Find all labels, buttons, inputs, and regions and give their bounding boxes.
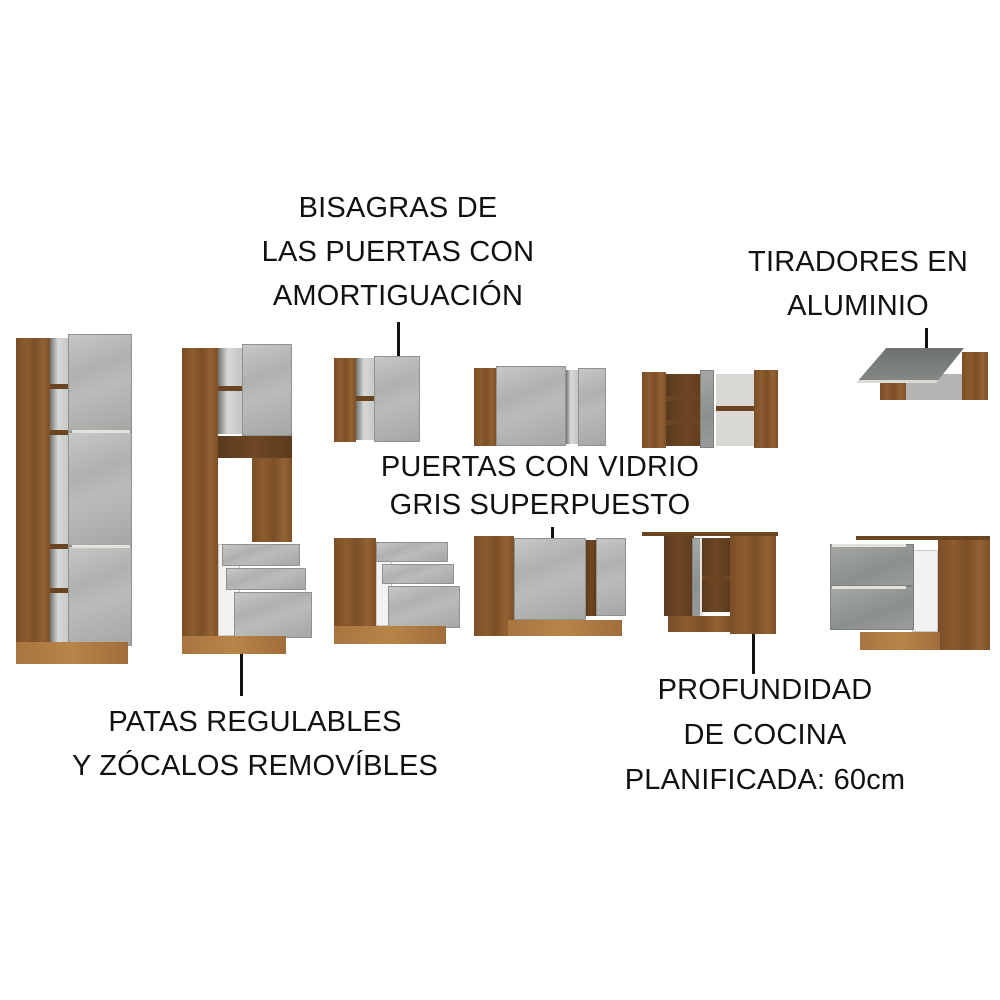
cabinet-interior (50, 338, 70, 642)
wall-corner-cabinet (642, 370, 778, 448)
removable-plinth (182, 636, 286, 654)
hinges-label-line-3: AMORTIGUACIÓN (272, 280, 524, 312)
shelf (50, 588, 70, 593)
drawer-front-2[interactable] (830, 586, 914, 630)
depth-label: PROFUNDIDAD DE COCINA PLANIFICADA: 60cm (600, 668, 930, 803)
drawer-front-1[interactable] (830, 544, 914, 586)
drawer-front-3[interactable] (388, 586, 460, 628)
handles-label-line-2: ALUMINIO (787, 290, 929, 322)
glass-doors-label-line-1: PUERTAS CON VIDRIO (380, 451, 700, 483)
niche-back-panel (252, 458, 292, 542)
drawer-front-2[interactable] (226, 568, 306, 590)
drawer-front-1[interactable] (222, 544, 300, 566)
removable-plinth (16, 642, 128, 664)
shelf (218, 386, 242, 391)
hinges-label: BISAGRAS DE LAS PUERTAS CON AMORTIGUACIÓ… (258, 186, 538, 318)
shelf (666, 420, 706, 425)
wall-cabinet-2-doors (474, 366, 606, 448)
cabinet-interior (702, 538, 730, 612)
cabinet-side-panel (474, 368, 496, 446)
handles-label: TIRADORES EN ALUMINIO (738, 240, 978, 328)
cabinet-side-panel (642, 372, 666, 448)
legs-leader-line (240, 650, 243, 696)
shelf (666, 396, 706, 401)
glass-door-top[interactable] (242, 344, 292, 436)
cabinet-interior (566, 370, 578, 444)
wall-cabinet-1-door (334, 356, 420, 444)
countertop-edge (856, 536, 990, 540)
aluminum-handle (832, 544, 906, 547)
tall-oven-cabinet (182, 344, 314, 656)
countertop-edge (642, 532, 778, 536)
base-corner-cabinet (642, 532, 778, 634)
drawer-front-1[interactable] (376, 542, 448, 562)
drawer-front-2[interactable] (382, 564, 454, 584)
oven-niche (218, 458, 252, 542)
hinges-label-line-2: LAS PUERTAS CON (261, 236, 535, 268)
glass-door-right[interactable] (578, 368, 606, 446)
cabinet-interior (666, 374, 706, 446)
cabinet-interior (218, 348, 242, 434)
appliance-niche-shelf (218, 436, 292, 458)
cabinet-corner-panel (664, 536, 694, 616)
aluminum-handle (832, 586, 906, 589)
shelf (356, 396, 376, 401)
cabinet-side-panel (182, 348, 218, 638)
legs-label-line-2: Y ZÓCALOS REMOVÍBLES (71, 750, 439, 782)
depth-leader-line (752, 632, 755, 674)
removable-plinth (860, 632, 940, 650)
aluminum-handle (72, 430, 130, 433)
base-2-drawer-cabinet (830, 536, 990, 654)
shelf (716, 406, 754, 411)
cabinet-side-panel (730, 536, 776, 634)
aluminum-handle (72, 545, 130, 548)
cabinet-side-panel-right (754, 370, 778, 448)
cabinet-side-panel (334, 358, 356, 442)
removable-plinth (508, 620, 622, 636)
glass-door-left[interactable] (496, 366, 566, 446)
glass-door-middle[interactable] (68, 432, 132, 546)
glass-doors-label: PUERTAS CON VIDRIO GRIS SUPERPUESTO (370, 448, 710, 524)
handles-label-line-1: TIRADORES EN (748, 246, 968, 278)
removable-plinth (334, 626, 446, 644)
legs-label: PATAS REGULABLES Y ZÓCALOS REMOVÍBLES (60, 700, 450, 788)
glass-door-open[interactable] (700, 370, 714, 448)
shelf (50, 430, 70, 435)
drawer-box (912, 550, 938, 632)
base-drawer-cabinet (334, 536, 462, 646)
cabinet-side-panel-right (962, 352, 988, 400)
glass-door-bottom[interactable] (68, 546, 132, 646)
glass-door-top[interactable] (68, 334, 132, 432)
wall-flip-up-cabinet (856, 348, 988, 402)
glass-doors-label-line-2: GRIS SUPERPUESTO (389, 489, 691, 521)
depth-label-line-2: DE COCINA (683, 719, 847, 751)
cabinet-side-panel (938, 540, 990, 650)
shelf (702, 576, 730, 581)
glass-door-right[interactable] (596, 538, 626, 616)
hinges-label-line-1: BISAGRAS DE (298, 192, 498, 224)
removable-plinth (668, 616, 730, 632)
drawer-front-3[interactable] (234, 592, 312, 638)
shelf (50, 384, 70, 389)
cabinet-side-panel (16, 338, 50, 648)
aluminum-handle (700, 538, 703, 618)
tall-pantry-cabinet (16, 334, 134, 666)
cabinet-interior (586, 540, 596, 616)
depth-label-line-1: PROFUNDIDAD (657, 674, 873, 706)
cabinet-side-panel (474, 536, 514, 636)
glass-door[interactable] (374, 356, 420, 442)
legs-label-line-1: PATAS REGULABLES (108, 706, 402, 738)
depth-label-line-3: PLANIFICADA: 60cm (624, 764, 906, 796)
shelf (50, 544, 70, 549)
glass-door-left[interactable] (514, 538, 586, 620)
base-cabinet-2-doors (474, 534, 630, 638)
hinges-leader-line (397, 322, 400, 366)
